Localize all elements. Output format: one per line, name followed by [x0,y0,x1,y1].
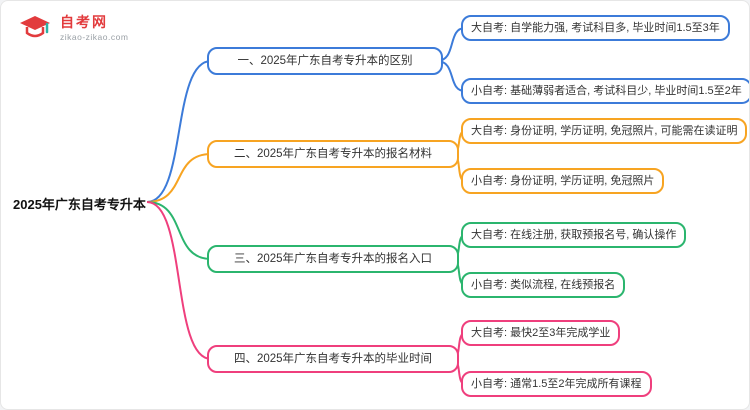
leaf-node-2-2: 小自考: 身份证明, 学历证明, 免冠照片 [461,168,665,194]
leaf-node-1-1: 大自考: 自学能力强, 考试科目多, 毕业时间1.5至3年 [461,15,730,41]
branch-node-1: 一、2025年广东自考专升本的区别 [207,47,443,75]
logo-title: 自考网 [60,14,108,30]
leaf-node-2-1: 大自考: 身份证明, 学历证明, 免冠照片, 可能需在读证明 [461,118,748,144]
leaf-node-3-1: 大自考: 在线注册, 获取预报名号, 确认操作 [461,222,687,248]
branch-node-4: 四、2025年广东自考专升本的毕业时间 [207,345,459,373]
leaf-node-3-2: 小自考: 类似流程, 在线预报名 [461,272,626,298]
leaf-node-4-2: 小自考: 通常1.5至2年完成所有课程 [461,371,652,397]
leaf-node-1-2: 小自考: 基础薄弱者适合, 考试科目少, 毕业时间1.5至2年 [461,78,749,104]
logo-icon [20,16,50,38]
branch-node-3: 三、2025年广东自考专升本的报名入口 [207,245,459,273]
logo-domain: zikao-zikao.com [60,32,129,42]
branch-node-2: 二、2025年广东自考专升本的报名材料 [207,140,459,168]
leaf-node-4-1: 大自考: 最快2至3年完成学业 [461,320,621,346]
logo: 自考网 zikao-zikao.com [17,10,128,46]
root-node: 2025年广东自考专升本 [13,197,146,212]
logo-text: 自考网 zikao-zikao.com [60,14,128,42]
